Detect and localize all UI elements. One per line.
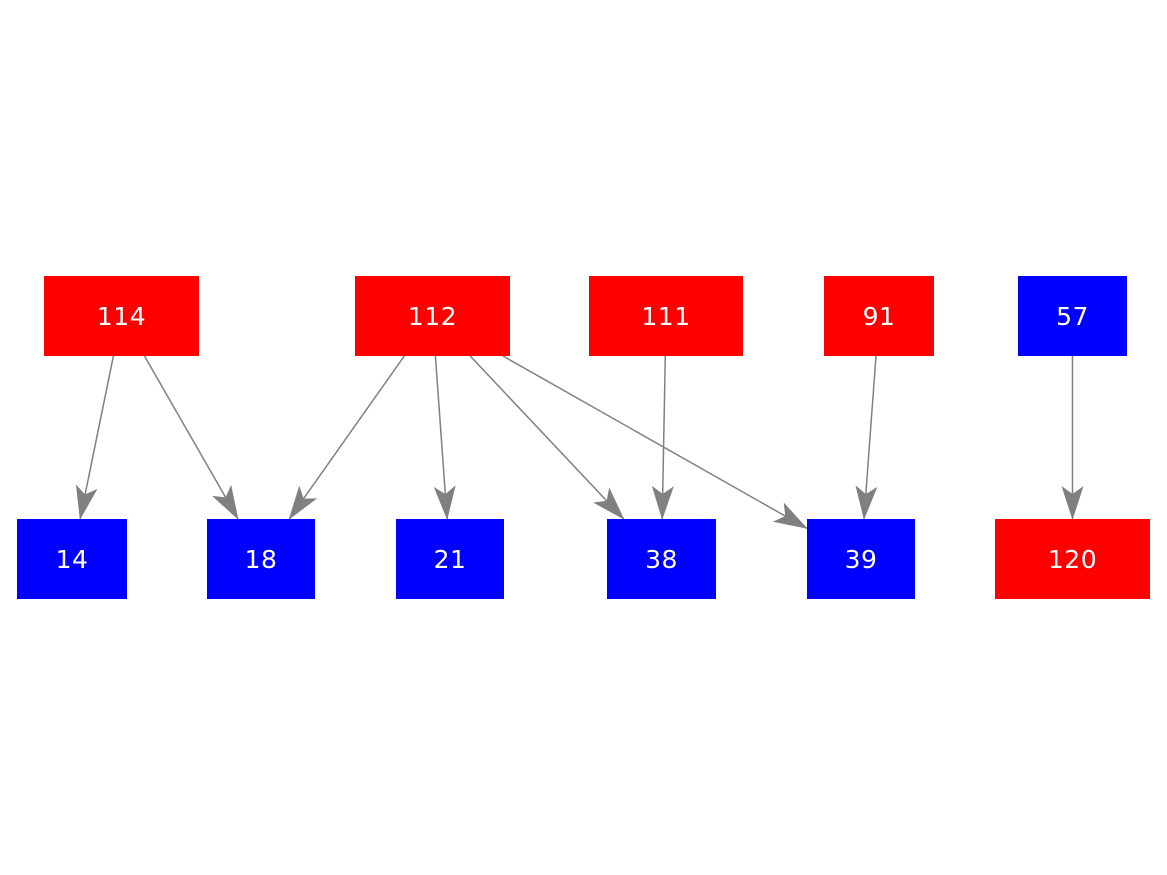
edges-group: [75, 355, 1084, 530]
edge-114-18: [143, 355, 239, 520]
edge-114-14: [75, 355, 115, 520]
node-111[interactable]: 111: [589, 276, 743, 356]
edge-112-18: [288, 355, 405, 520]
node-57[interactable]: 57: [1018, 276, 1127, 356]
node-label: 38: [645, 544, 678, 574]
node-label: 14: [55, 544, 89, 574]
node-112[interactable]: 112: [355, 276, 510, 356]
node-label: 114: [96, 301, 147, 331]
node-label: 111: [641, 301, 691, 331]
edge-112-39: [502, 355, 808, 530]
node-label: 112: [407, 301, 458, 331]
edge-91-39: [855, 355, 878, 520]
node-91[interactable]: 91: [824, 276, 934, 356]
node-label: 57: [1056, 301, 1089, 331]
node-label: 18: [244, 544, 278, 574]
node-label: 120: [1047, 544, 1098, 574]
node-label: 39: [844, 544, 878, 574]
node-label: 91: [862, 301, 896, 331]
node-114[interactable]: 114: [44, 276, 199, 356]
node-120[interactable]: 120: [995, 519, 1150, 599]
node-38[interactable]: 38: [607, 519, 716, 599]
node-39[interactable]: 39: [807, 519, 915, 599]
edge-111-38: [651, 355, 674, 520]
edge-112-21: [433, 355, 456, 520]
node-14[interactable]: 14: [17, 519, 127, 599]
edge-112-38: [469, 355, 625, 520]
node-label: 21: [433, 544, 467, 574]
node-21[interactable]: 21: [396, 519, 504, 599]
node-18[interactable]: 18: [207, 519, 315, 599]
